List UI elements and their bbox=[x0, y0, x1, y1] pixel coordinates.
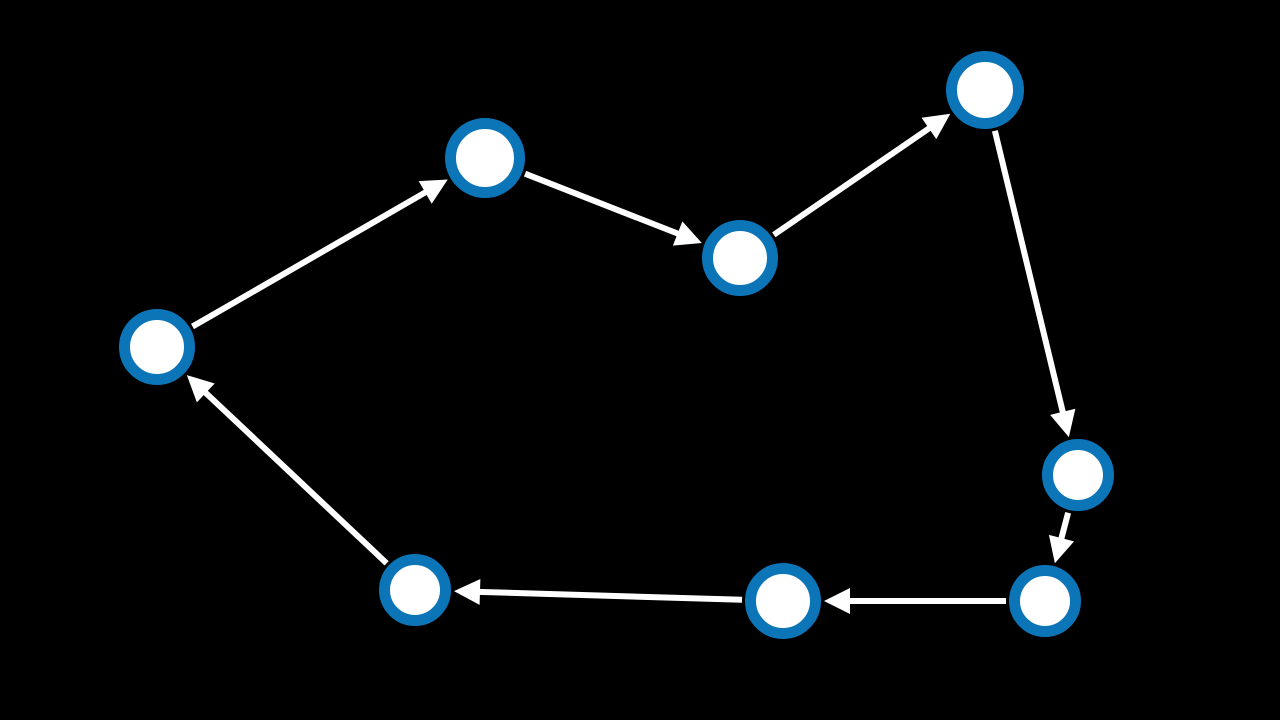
graph-node[interactable] bbox=[119, 309, 195, 385]
edge-arrowhead-icon bbox=[1050, 408, 1076, 438]
node-ring bbox=[946, 51, 1024, 129]
edge-arrowhead-icon bbox=[186, 375, 215, 403]
graph-edge[interactable] bbox=[191, 179, 448, 330]
graph-node[interactable] bbox=[946, 51, 1024, 129]
graph-edge[interactable] bbox=[1048, 511, 1075, 564]
graph-edge[interactable] bbox=[453, 578, 743, 605]
graph-node[interactable] bbox=[445, 118, 525, 198]
edge-arrowhead-icon bbox=[921, 113, 951, 140]
graph-node[interactable] bbox=[745, 563, 821, 639]
edge-line bbox=[191, 188, 429, 330]
node-ring bbox=[745, 563, 821, 639]
edge-arrowhead-icon bbox=[453, 578, 481, 605]
graph-edge[interactable] bbox=[186, 375, 389, 566]
edges-layer bbox=[186, 113, 1076, 614]
graph-edge[interactable] bbox=[991, 130, 1076, 438]
node-ring bbox=[1009, 565, 1081, 637]
graph-edge[interactable] bbox=[824, 588, 1006, 614]
edge-arrowhead-icon bbox=[418, 179, 448, 204]
edge-line bbox=[523, 170, 681, 238]
edge-arrowhead-icon bbox=[672, 221, 702, 246]
node-ring bbox=[379, 554, 451, 626]
edge-line bbox=[202, 389, 389, 566]
edge-arrowhead-icon bbox=[1048, 534, 1075, 564]
node-ring bbox=[119, 309, 195, 385]
graph-node[interactable] bbox=[379, 554, 451, 626]
graph-edge[interactable] bbox=[523, 170, 702, 246]
edge-arrowhead-icon bbox=[824, 588, 850, 614]
node-ring bbox=[1042, 439, 1114, 511]
graph-node[interactable] bbox=[1009, 565, 1081, 637]
graph-edge[interactable] bbox=[772, 113, 951, 238]
node-ring bbox=[702, 220, 778, 296]
edge-line bbox=[477, 588, 743, 603]
edge-line bbox=[1058, 511, 1072, 541]
edge-line bbox=[991, 130, 1067, 415]
node-ring bbox=[445, 118, 525, 198]
graph-node[interactable] bbox=[702, 220, 778, 296]
nodes-layer bbox=[119, 51, 1114, 639]
graph-node[interactable] bbox=[1042, 439, 1114, 511]
edge-line bbox=[772, 124, 933, 238]
